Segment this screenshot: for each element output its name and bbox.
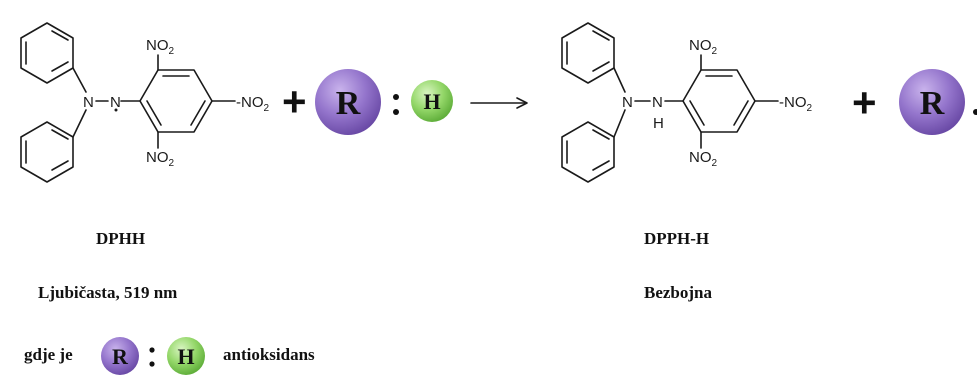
legend-suffix: antioksidans — [223, 345, 315, 364]
antioxidant-rh: R H — [315, 69, 453, 135]
legend-antioxidant: R H — [101, 337, 205, 375]
phenyl-ring-bottom — [20, 121, 74, 183]
reactant-description: Ljubičasta, 519 nm — [38, 283, 178, 302]
product-description: Bezbojna — [644, 283, 712, 302]
legend-prefix: gdje je — [24, 345, 73, 364]
atom-n2-product: N — [652, 94, 663, 111]
reaction-arrow — [470, 97, 528, 109]
legend-h-ball — [167, 337, 205, 375]
product-name: DPPH-H — [644, 229, 710, 248]
r-radical: R — [899, 69, 977, 135]
phenyl-ring-top — [20, 22, 74, 84]
atom-n1-product: N — [622, 94, 633, 111]
atom-h-product: H — [653, 115, 664, 132]
plus-sign-2: + — [852, 79, 877, 126]
reactant-name: DPHH — [96, 229, 146, 248]
picryl-ring — [139, 69, 213, 133]
atom-n1: N — [83, 94, 94, 111]
h-label: H — [423, 89, 440, 114]
picryl-ring-product — [682, 69, 756, 133]
no2-top: NO2 — [146, 37, 175, 57]
r-ball-product — [899, 69, 965, 135]
h-ball — [411, 80, 453, 122]
no2-top-product: NO2 — [689, 37, 718, 57]
legend-r-label: R — [112, 344, 129, 369]
r-label: R — [336, 85, 361, 122]
phenyl-ring-bottom-product — [561, 121, 615, 183]
r-ball — [315, 69, 381, 135]
radical-dot — [114, 108, 118, 112]
r-label-product: R — [920, 85, 945, 122]
dpph-h-molecule: N N H NO2 -NO2 NO2 — [561, 22, 813, 183]
legend-r-ball — [101, 337, 139, 375]
dpph-molecule: N N NO2 -NO2 NO2 — [20, 22, 270, 183]
phenyl-ring-top-product — [561, 22, 615, 84]
atom-n2: N — [110, 94, 121, 111]
no2-bottom-product: NO2 — [689, 149, 718, 169]
no2-bottom: NO2 — [146, 149, 175, 169]
legend-h-label: H — [177, 344, 194, 369]
no2-right: -NO2 — [236, 94, 270, 114]
plus-sign-1: + — [282, 78, 307, 125]
no2-right-product: -NO2 — [779, 94, 813, 114]
